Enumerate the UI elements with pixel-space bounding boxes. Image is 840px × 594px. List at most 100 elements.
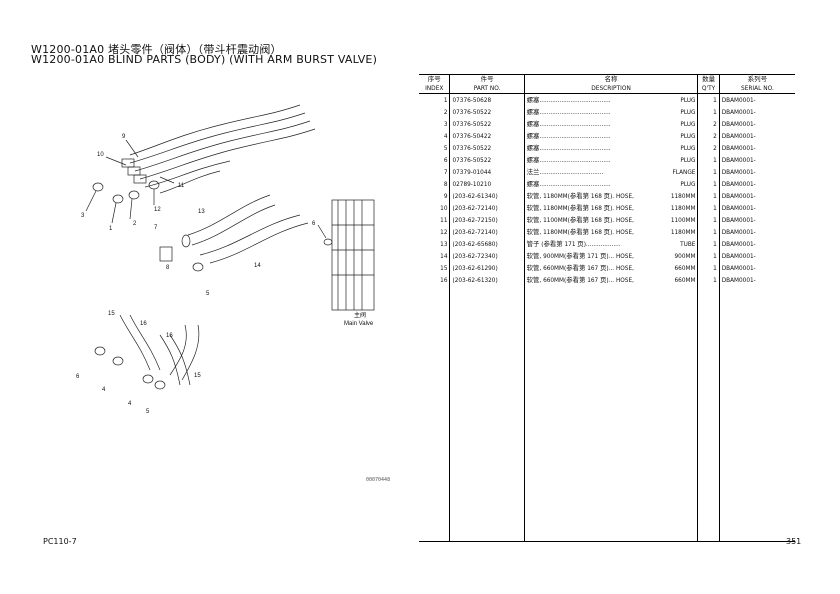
callout-6: 6 <box>312 221 316 227</box>
callout-16b: 16 <box>166 333 173 339</box>
table-row: 14(203-62-72340)软管, 900MM(参看第 171 页)... … <box>419 250 795 262</box>
cell-description-cn: 螺塞......................................… <box>526 132 611 140</box>
cell-serial: DBAM0001- <box>721 156 756 164</box>
table-row: 16(203-62-61320)软管, 660MM(参看第 167 页)... … <box>419 274 795 286</box>
col-part-no-cn: 件号 <box>480 75 494 83</box>
cell-part-no: 02789-10210 <box>449 178 525 190</box>
hose-line <box>129 314 161 371</box>
cell-serial: DBAM0001- <box>721 264 756 272</box>
cell-serial: DBAM0001- <box>721 120 756 128</box>
cell-description-en: PLUG <box>680 156 696 164</box>
main-valve-label-en: Main Valve <box>344 321 374 327</box>
cell-index: 2 <box>419 106 451 118</box>
table-row: 12(203-62-72140)软管, 1180MM(参看第 168 页). H… <box>419 226 795 238</box>
col-index: 序号 INDEX <box>419 74 451 94</box>
table-filler-row <box>419 286 795 542</box>
hose-line <box>129 112 306 164</box>
cell-qty: 1 <box>697 238 720 250</box>
plug-shape <box>94 346 106 356</box>
cell-part-no: 07376-50522 <box>449 118 525 130</box>
hose-line <box>199 214 301 256</box>
cell-serial: DBAM0001- <box>721 132 756 140</box>
cell-description-en: PLUG <box>680 120 696 128</box>
cell-index: 11 <box>419 214 451 226</box>
figure-code: 00070448 <box>366 477 391 483</box>
cell-description-cn: 软管, 1180MM(参看第 168 页). HOSE, <box>526 192 634 200</box>
col-part-no-en: PART NO. <box>473 84 501 92</box>
callout-4: 4 <box>102 387 106 393</box>
hose-line <box>144 160 231 188</box>
cell-qty: 1 <box>697 106 720 118</box>
cell-description-cn: 软管, 660MM(参看第 167 页)... HOSE, <box>526 276 634 284</box>
cell-description-cn: 管子 (参看第 171 页)................... <box>526 240 621 248</box>
cell-description: 软管, 900MM(参看第 171 页)... HOSE,900MM <box>524 250 699 262</box>
hose-line <box>169 324 187 376</box>
cell-serial: DBAM0001- <box>721 180 756 188</box>
fitting-shape <box>133 174 147 184</box>
plug-shape <box>192 262 204 272</box>
cell-description-cn: 软管, 1100MM(参看第 168 页). HOSE, <box>526 216 634 224</box>
hose-line <box>181 324 200 381</box>
cell-part-no: (203-62-61290) <box>449 262 525 274</box>
cell-index: 7 <box>419 166 451 178</box>
cell-description: 螺塞......................................… <box>524 154 699 166</box>
callout-8: 8 <box>166 265 170 271</box>
fitting-shape <box>127 166 141 176</box>
col-description: 名称 DESCRIPTION <box>524 74 699 94</box>
callout-7: 7 <box>154 225 158 231</box>
cell-part-no: (203-62-72140) <box>449 226 525 238</box>
table-row: 11(203-62-72150)软管, 1100MM(参看第 168 页). H… <box>419 214 795 226</box>
cell-description-en: PLUG <box>680 132 696 140</box>
hose-line <box>209 222 309 264</box>
cell-index: 15 <box>419 262 451 274</box>
cell-description-cn: 螺塞......................................… <box>526 144 611 152</box>
page-number: 351 <box>786 537 802 546</box>
callout-5b: 5 <box>146 409 150 415</box>
cell-index: 12 <box>419 226 451 238</box>
cell-description: 软管, 1180MM(参看第 168 页). HOSE,1180MM <box>524 202 699 214</box>
cell-serial: DBAM0001- <box>721 240 756 248</box>
cell-serial: DBAM0001- <box>721 204 756 212</box>
fitting-shape <box>181 234 191 248</box>
cell-description: 软管, 1180MM(参看第 168 页). HOSE, 1180MM <box>524 190 699 202</box>
cell-serial: DBAM0001- <box>721 96 756 104</box>
col-description-en: DESCRIPTION <box>591 84 631 92</box>
cell-qty: 1 <box>697 178 720 190</box>
cell-description-en: PLUG <box>680 108 696 116</box>
col-qty-en: Q'TY <box>701 84 716 92</box>
cell-part-no: (203-62-61340) <box>449 190 525 202</box>
cell-part-no: 07376-50422 <box>449 130 525 142</box>
plug-shape <box>92 182 104 192</box>
table-row: 15(203-62-61290)软管, 660MM(参看第 167 页)... … <box>419 262 795 274</box>
cell-part-no: (203-62-65680) <box>449 238 525 250</box>
cell-description-en: 1180MM <box>670 192 696 200</box>
cell-serial: DBAM0001- <box>721 192 756 200</box>
page-title-cn: W1200-01A0 堵头零件（阀体）（带斗杆震动阀） <box>31 43 282 56</box>
cell-serial: DBAM0001- <box>721 108 756 116</box>
col-index-cn: 序号 <box>427 75 441 83</box>
col-qty: 数量 Q'TY <box>697 74 720 94</box>
cell-description-en: 1180MM <box>670 204 696 212</box>
col-index-en: INDEX <box>425 84 444 92</box>
callout-11: 11 <box>178 183 185 189</box>
cell-part-no: 07376-50522 <box>449 106 525 118</box>
cell-part-no: (203-62-61320) <box>449 274 525 286</box>
callout-9: 9 <box>122 134 126 140</box>
callout-15: 15 <box>108 311 115 317</box>
col-description-cn: 名称 <box>604 75 618 83</box>
cell-index: 16 <box>419 274 451 286</box>
plug-shape <box>112 356 124 366</box>
callout-16: 16 <box>140 321 147 327</box>
table-row: 13(203-62-65680)管子 (参看第 171 页)..........… <box>419 238 795 250</box>
cell-serial: DBAM0001- <box>721 276 756 284</box>
hose-line <box>134 120 311 172</box>
cell-qty: 1 <box>697 93 720 106</box>
table-header-row: 序号 INDEX 件号 PART NO. 名称 DESCRIPTION 数量 Q… <box>419 74 795 94</box>
cell-description-en: 660MM <box>674 264 696 272</box>
cell-qty: 1 <box>697 202 720 214</box>
cell-description: 管子 (参看第 171 页)...................TUBE <box>524 238 699 250</box>
